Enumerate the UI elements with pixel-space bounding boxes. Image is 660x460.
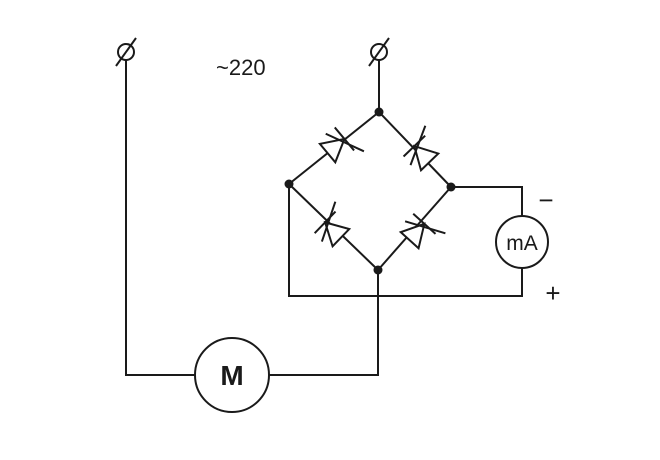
- milliammeter: mA: [495, 215, 549, 269]
- milliammeter-label: mA: [506, 232, 538, 255]
- motor: M: [194, 337, 270, 413]
- junction-left: [284, 179, 294, 189]
- junction-right: [446, 182, 456, 192]
- diode-top-right: [402, 125, 441, 173]
- right-supply-terminal: [368, 37, 390, 67]
- diode-bottom-left: [313, 201, 352, 249]
- plus-sign: +: [545, 278, 560, 308]
- minus-sign: −: [538, 185, 553, 215]
- junction-bottom: [373, 265, 383, 275]
- motor-label: M: [220, 360, 243, 391]
- diode-bottom-right: [398, 213, 446, 251]
- diode-top-left: [318, 126, 365, 165]
- left-supply-terminal: [115, 37, 137, 67]
- supply-voltage-label: ~220: [216, 55, 266, 80]
- wires: [125, 60, 523, 376]
- junction-top: [374, 107, 384, 117]
